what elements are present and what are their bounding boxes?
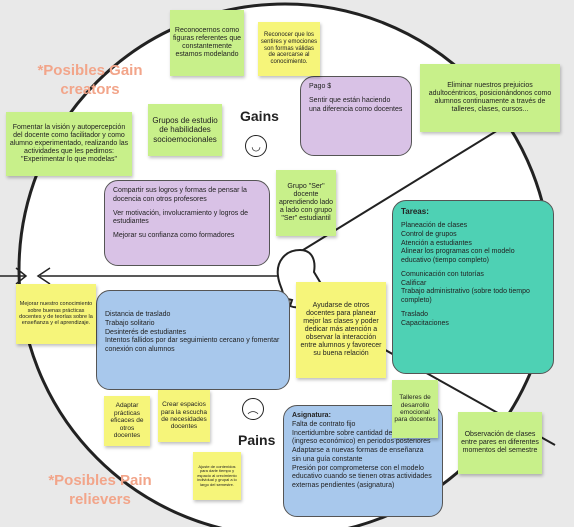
note-reconocernos: Reconocernos como figuras referentes que… [170,10,244,76]
asignatura-title: Asignatura [292,412,329,419]
tasks-box: Tareas: Planeación de clases Control de … [392,200,554,374]
note-talleres: Talleres de desarrollo emocional para do… [392,380,438,438]
pains-item: Distancia de traslado [105,311,171,318]
note-eliminar-prejuicios: Eliminar nuestros prejuicios adultocéntr… [420,64,560,132]
asignatura-item: Adaptarse a nuevas formas de enseñanza s… [292,447,424,463]
gains-item: Pago $ [309,83,332,90]
tasks-title: Tareas: [401,207,429,216]
gains-item: Ver motivación, involucramiento y logros… [113,209,249,226]
gains-label: Gains [240,108,279,124]
frowning-face-icon: ︵ [242,398,264,420]
gain-creators-title: *Posibles Gain creators [37,62,143,98]
note-fomentar-vision: Fomentar la visión y autopercepción del … [6,112,132,176]
asignatura-item: Incertidumbre sobre cantidad de grupos (… [292,429,431,446]
arrow-icon [36,267,51,285]
pains-item: Desinterés de estudiantes [105,328,186,336]
gains-item: Sentir que están haciendo una diferencia… [309,96,403,113]
pains-item: Trabajo solitario [105,319,155,327]
gains-item: Mejorar su confianza como formadores [113,232,235,239]
note-grupos-estudio: Grupos de estudio de habilidades socioem… [148,104,222,156]
gains-box-left: Compartir sus logros y formas de pensar … [104,180,270,266]
asignatura-item: Presión por comprometerse con el modelo … [292,464,432,490]
gains-box-right: Pago $ Sentir que están haciendo una dif… [300,76,412,156]
note-ajuste: Ajuste de contenidos para darle tiempo y… [193,452,241,500]
note-mejorar-conocimiento: Mejorar nuestro conocimiento sobre buena… [16,284,96,344]
asignatura-item: Falta de contrato fijo [292,420,356,428]
smiling-face-icon: ◡ [245,135,267,157]
note-adaptar: Adaptar prácticas eficaces de otros doce… [104,396,150,446]
note-ayudarse: Ayudarse de otros docentes para planear … [296,282,386,378]
pains-box: Distancia de traslado Trabajo solitario … [96,290,290,390]
note-reconocer-sentires: Reconocer que los sentires y emociones s… [258,22,320,76]
note-grupo-ser: Grupo "Ser" docente aprendiendo lado a l… [276,170,336,236]
gains-item: Compartir sus logros y formas de pensar … [113,187,247,203]
note-crear-espacios: Crear espacios para la escucha de necesi… [158,390,210,442]
pains-item: Intentos fallidos por dar seguimiento ce… [105,337,280,353]
note-observacion: Observación de clases entre pares en dif… [458,412,542,474]
pain-relievers-title: *Posibles Pain relievers [48,472,152,508]
pains-label: Pains [238,432,276,448]
